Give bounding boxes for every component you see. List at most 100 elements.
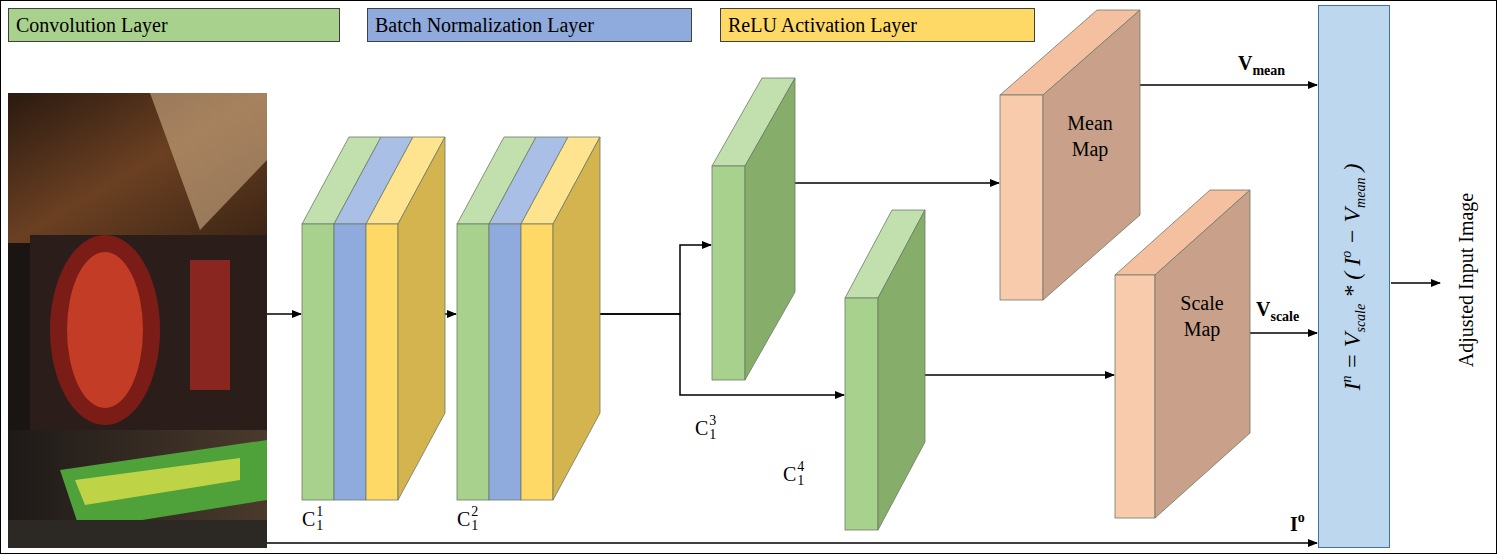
output-arrow [1391,282,1440,284]
legend-swatch: ReLU Activation Layer [720,8,1035,42]
block-label: C21 [457,505,478,533]
superscript: o [1339,250,1354,257]
formula-term: * [1339,285,1365,297]
subscript: 1 [471,519,478,533]
flow-arrow [1250,332,1317,334]
layer-front-face [489,224,521,500]
block-shape [302,137,445,500]
photo-ceiling [8,93,267,243]
index-stack: 21 [471,505,478,533]
photo-green-sign [60,440,267,530]
layer-front-face [302,224,334,500]
layer-side-face [1155,190,1250,518]
formula-box: In=Vscale*(Io−Vmean) [1318,5,1390,548]
superscript: 4 [797,460,804,474]
photo-green-sign-text [75,458,240,505]
layer-front-face [521,224,553,500]
conv-block: C21 [457,137,600,500]
flow-arrow [600,245,711,314]
legend-swatch: Batch Normalization Layer [367,8,692,42]
layer-front-face [1000,95,1043,300]
signal-label: Vscale [1256,298,1299,325]
input-photo [8,93,267,548]
block-shape [1000,10,1140,300]
block-label: C11 [302,505,323,533]
legend-text: Convolution Layer [16,14,168,37]
subscript: 1 [709,428,716,442]
subscript: 1 [797,474,804,488]
conv-block: C11 [302,137,445,500]
signal-name: I [1290,513,1298,535]
formula-term: V [1339,207,1365,222]
block-letter: C [302,508,315,531]
layer-side-face [1043,10,1140,300]
signal-name: V [1256,298,1270,320]
skip-arrow [267,542,1317,544]
layer-front-face [845,298,878,530]
photo-counter [8,520,267,548]
layer-side-face [878,210,925,530]
block-letter: C [783,463,796,486]
subscript: scale [1270,309,1299,324]
conv-block: C31 [712,78,795,380]
layer-front-face [366,224,398,500]
conv-block: C41 [845,210,925,530]
output-label: Adjusted Input Image [1455,193,1478,367]
flow-arrow [795,182,999,184]
signal-name: V [1238,52,1252,74]
block-shape [712,78,795,380]
index-stack: 31 [709,414,716,442]
formula-term: ) [1339,163,1365,171]
superscript: 2 [471,505,478,519]
photo-light [150,93,267,230]
block-label: C41 [783,460,804,488]
layer-side-face [553,137,600,500]
formula-term: I [1339,382,1365,390]
flow-arrow [1140,84,1317,86]
block-shape [845,210,925,530]
photo-signboard [30,235,267,435]
input-arrow [267,313,301,315]
map-title: Mean Map [1055,110,1125,162]
block-shape [457,137,600,500]
flow-arrow [925,374,1114,376]
layer-front-face [1115,275,1155,518]
superscript: o [1298,510,1305,525]
superscript: n [1339,375,1354,382]
layer-side-face [398,137,445,500]
subscript: scale [1353,303,1368,332]
formula-term: − [1339,228,1365,244]
subscript: mean [1252,63,1285,78]
feature-map: Scale Map [1115,190,1250,518]
photo-ground [8,93,267,548]
feature-map: Mean Map [1000,10,1140,300]
formula-term: V [1339,332,1365,347]
block-letter: C [457,508,470,531]
subscript: mean [1353,177,1368,207]
photo-sign-logo [67,252,143,408]
map-title: Scale Map [1167,290,1237,342]
formula-term: I [1339,257,1365,265]
flow-arrow [445,313,456,315]
photo-sign-logo [50,235,160,425]
block-label: C31 [695,414,716,442]
subscript: 1 [316,519,323,533]
index-stack: 41 [797,460,804,488]
photo-sign-text [190,260,230,390]
legend-swatch: Convolution Layer [8,8,340,42]
block-shape [1115,190,1250,518]
photo-stall [8,430,267,548]
index-stack: 11 [316,505,323,533]
superscript: 1 [316,505,323,519]
layer-side-face [745,78,795,380]
layer-front-face [457,224,489,500]
superscript: 3 [709,414,716,428]
formula-term: = [1339,353,1365,369]
legend-text: ReLU Activation Layer [728,14,917,37]
formula-text: In=Vscale*(Io−Vmean) [1339,163,1369,390]
signal-label: Io [1290,510,1305,536]
layer-front-face [712,166,745,380]
block-letter: C [695,417,708,440]
legend-text: Batch Normalization Layer [375,14,594,37]
